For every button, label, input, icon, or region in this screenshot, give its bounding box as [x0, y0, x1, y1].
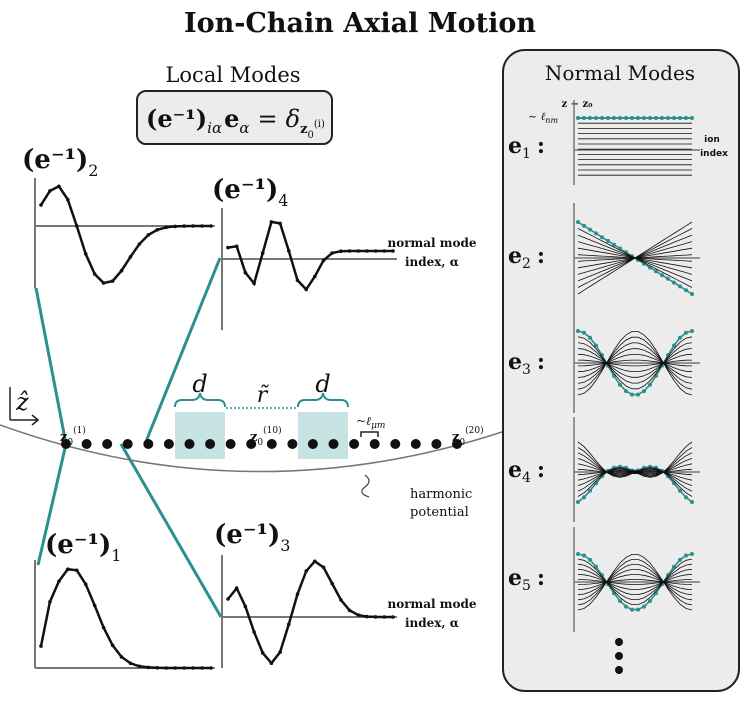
normal-mode-plot-e4: [573, 417, 700, 522]
local-modes-heading: Local Modes: [165, 63, 300, 87]
ion-12: [287, 439, 298, 449]
normal-mode-plots: [573, 100, 700, 632]
axis-label-e3-line2: index, α: [405, 616, 459, 630]
z-hat-label: ẑ: [15, 388, 29, 416]
ion-19: [431, 439, 442, 449]
eq-rhs-subsub: 0: [307, 130, 313, 141]
plot-label-e3: (e⁻¹)3: [214, 520, 290, 555]
nm-y-label-bottom: ~ ℓnm: [528, 110, 558, 125]
local-plot-e3: [221, 555, 397, 668]
r-tilde-label: r̃: [257, 383, 270, 408]
axis-label-e4-line2: index, α: [405, 255, 459, 269]
ion-4: [122, 439, 133, 449]
normal-modes-heading: Normal Modes: [545, 61, 695, 85]
local-plot-e2: [34, 178, 215, 288]
nm-y-label-top: z − z₀: [561, 99, 593, 110]
more-modes-ellipsis: [615, 638, 623, 674]
mode-label-e4: e4:: [508, 457, 545, 486]
local-region-d1: [175, 412, 225, 459]
potential-label-line2: potential: [410, 505, 469, 520]
ion-1: [61, 439, 71, 449]
ion-6: [163, 439, 174, 449]
ion-chain: [61, 439, 462, 449]
ion-3: [102, 439, 113, 449]
mode-label-e3: e3:: [508, 349, 545, 378]
ion-8: [205, 439, 216, 449]
ion-7: [184, 439, 195, 449]
normal-modes-panel: [502, 49, 740, 692]
ion-2: [81, 439, 92, 449]
axis-label-e3-line1: normal mode: [388, 597, 477, 611]
mode-label-e2: e2:: [508, 243, 545, 272]
eq-equals: =: [258, 105, 278, 133]
equation-box: [136, 90, 333, 145]
ion-label-10: z0(10): [250, 425, 282, 448]
d-label-1: d: [192, 370, 207, 398]
ion-16: [369, 439, 380, 449]
connector-ion4-e4: [143, 257, 222, 445]
z-axis-marker: ẑ: [9, 387, 40, 426]
brace-d1: [174, 392, 226, 408]
ion-20: [452, 439, 462, 449]
mode-label-e1: e1:: [508, 133, 545, 162]
ion-13: [307, 439, 318, 449]
ion-15: [349, 439, 360, 449]
ell-mu-bracket: [360, 431, 379, 437]
local-mode-plots: [34, 178, 397, 670]
connector-ion3-e3: [119, 443, 223, 618]
ion-5: [143, 439, 154, 449]
normal-mode-plot-e5: [573, 527, 700, 632]
local-plot-e4: [221, 208, 397, 330]
plot-label-e1: (e⁻¹)1: [45, 530, 121, 565]
ion-9: [225, 439, 236, 449]
connector-ion1-e1: [36, 443, 68, 566]
eq-mid: e: [224, 104, 239, 133]
ion-10: [246, 439, 257, 449]
eq-rhs-sub: z: [300, 122, 307, 137]
nm-x-label-line2: index: [700, 149, 728, 159]
ion-label-1: z0(1): [60, 425, 86, 448]
local-plot-e1: [34, 560, 215, 670]
ion-18: [410, 439, 421, 449]
axis-label-e4-line1: normal mode: [388, 236, 477, 250]
ion-label-20: z0(20): [452, 425, 484, 448]
plot-label-e2: (e⁻¹)2: [22, 145, 98, 180]
ion-17: [390, 439, 401, 449]
eq-delta: δ: [286, 105, 300, 133]
eq-rhs-sup: (i): [314, 119, 325, 130]
nm-x-label-line1: ion: [704, 135, 720, 145]
plot-label-e4: (e⁻¹)4: [212, 175, 288, 210]
equation: (e⁻¹)iαeα = δz0(i): [146, 104, 325, 141]
ion-14: [328, 439, 339, 449]
potential-label-line1: harmonic: [410, 487, 472, 502]
brace-d2: [297, 392, 349, 408]
eq-lhs: (e⁻¹): [146, 104, 207, 133]
d-label-2: d: [315, 370, 330, 398]
normal-mode-plot-e2: [573, 203, 700, 308]
ion-11: [266, 439, 277, 449]
normal-mode-plot-e3: [573, 308, 700, 413]
ell-mu-label: ~ℓμm: [356, 414, 385, 431]
local-region-d2: [298, 412, 348, 459]
figure-title: Ion-Chain Axial Motion: [184, 8, 536, 39]
connector-ion1-e2-top: [34, 287, 68, 445]
mode-label-e5: e5:: [508, 565, 545, 594]
normal-mode-plot-e1: [573, 100, 700, 185]
eq-lhs-sub: iα: [207, 119, 222, 137]
eq-mid-sub: α: [239, 119, 249, 137]
potential-pointer: [361, 474, 370, 498]
